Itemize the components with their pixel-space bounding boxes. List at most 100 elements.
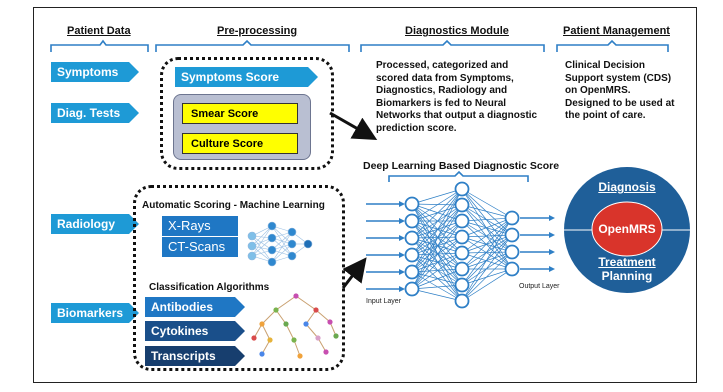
- nn-connection: [411, 220, 463, 290]
- tree-edge: [305, 309, 317, 325]
- header-patient-data: Patient Data: [67, 25, 131, 37]
- small-nn-connection: [251, 225, 273, 247]
- symptoms-score-tag: Symptoms Score: [175, 67, 318, 87]
- antibodies-tag: Antibodies: [145, 297, 245, 317]
- circle-planning: Planning: [601, 269, 653, 283]
- input-arrowhead: [399, 218, 405, 224]
- tree-edge: [261, 339, 271, 355]
- openmrs-core: [591, 201, 663, 257]
- small-nn-node: [267, 257, 277, 267]
- smear-score-box: Smear Score: [182, 103, 298, 124]
- nn-connection: [461, 268, 513, 302]
- circle-openmrs: OpenMRS: [598, 222, 656, 236]
- ctscans-tag: CT-Scans: [162, 237, 238, 257]
- diagnostics-description: Processed, categorized and scored data f…: [376, 60, 538, 134]
- nn-node: [504, 210, 520, 226]
- nn-connection: [411, 188, 463, 222]
- nn-connection: [411, 188, 463, 273]
- nn-connection: [411, 188, 463, 290]
- nn-connection: [411, 203, 463, 254]
- small-nn-node: [287, 227, 297, 237]
- nn-connection: [411, 204, 463, 290]
- nn-connection: [461, 251, 513, 270]
- nn-connection: [411, 236, 463, 290]
- nn-connection: [411, 220, 463, 238]
- arrow-to-diagnostics: [329, 111, 378, 140]
- tree-node: [327, 319, 333, 325]
- small-nn-connection: [251, 237, 273, 257]
- small-nn-connection: [251, 235, 273, 263]
- nn-connection: [411, 188, 463, 239]
- nn-node: [454, 293, 470, 309]
- nn-connection: [461, 236, 513, 270]
- tree-edge: [261, 309, 277, 325]
- tree-edge: [253, 323, 263, 339]
- nn-node: [454, 261, 470, 277]
- diagnosis-circle: [564, 167, 690, 293]
- nn-connection: [411, 203, 463, 270]
- nn-node: [454, 277, 470, 293]
- classification-tree-icon: [251, 293, 339, 359]
- nn-connection: [411, 252, 463, 256]
- nn-connection: [411, 203, 463, 206]
- nn-connection: [411, 220, 463, 270]
- nn-connection: [411, 236, 463, 239]
- nn-connection: [461, 220, 513, 270]
- tree-node: [315, 335, 321, 341]
- small-nn-icon: [247, 221, 313, 267]
- neural-network: [366, 181, 555, 309]
- tree-edge: [317, 337, 327, 353]
- nn-node: [454, 245, 470, 261]
- management-description: Clinical Decision Support system (CDS) o…: [565, 60, 675, 121]
- nn-connection: [461, 220, 513, 236]
- nn-connection: [411, 220, 463, 302]
- small-nn-node: [247, 241, 257, 251]
- tree-node: [259, 351, 265, 357]
- tree-node: [291, 337, 297, 343]
- input-arrowhead: [399, 286, 405, 292]
- nn-node: [404, 281, 420, 297]
- small-nn-node: [303, 239, 313, 249]
- input-layer-label: Input Layer: [366, 298, 402, 305]
- nn-connection: [461, 188, 513, 253]
- nn-node: [454, 213, 470, 229]
- tree-node: [313, 307, 319, 313]
- brace-patient-data: [50, 39, 149, 52]
- nn-connection: [461, 204, 513, 219]
- tree-edge: [275, 309, 287, 325]
- nn-connection: [411, 254, 463, 286]
- tree-node: [293, 293, 299, 299]
- nn-connection: [411, 237, 463, 286]
- nn-connection: [461, 188, 513, 236]
- nn-connection: [461, 217, 513, 270]
- nn-connection: [461, 217, 513, 286]
- nn-connection: [411, 203, 463, 238]
- nn-node: [504, 227, 520, 243]
- nn-connection: [461, 268, 513, 286]
- tree-node: [251, 335, 257, 341]
- nn-connection: [461, 217, 513, 302]
- nn-connection: [411, 188, 463, 205]
- nn-connection: [411, 252, 463, 290]
- culture-score-box: Culture Score: [182, 133, 298, 154]
- nn-connection: [461, 217, 513, 222]
- xrays-tag: X-Rays: [162, 216, 238, 236]
- tree-node: [267, 337, 273, 343]
- nn-connection: [411, 254, 463, 270]
- nn-node: [404, 264, 420, 280]
- nn-connection: [411, 288, 463, 302]
- nn-connection: [461, 188, 513, 219]
- nn-connection: [461, 217, 513, 254]
- output-arrowhead: [549, 215, 555, 221]
- nn-connection: [411, 203, 463, 286]
- nn-node: [404, 196, 420, 212]
- nn-connection: [461, 252, 513, 270]
- header-management: Patient Management: [563, 25, 670, 37]
- brace-preprocessing: [155, 39, 350, 52]
- small-nn-node: [247, 231, 257, 241]
- nn-connection: [461, 234, 513, 302]
- circle-treatment: Treatment: [598, 255, 656, 269]
- nn-connection: [411, 236, 463, 256]
- tag-diag-tests: Diag. Tests: [51, 103, 139, 123]
- header-preprocessing: Pre-processing: [217, 25, 298, 37]
